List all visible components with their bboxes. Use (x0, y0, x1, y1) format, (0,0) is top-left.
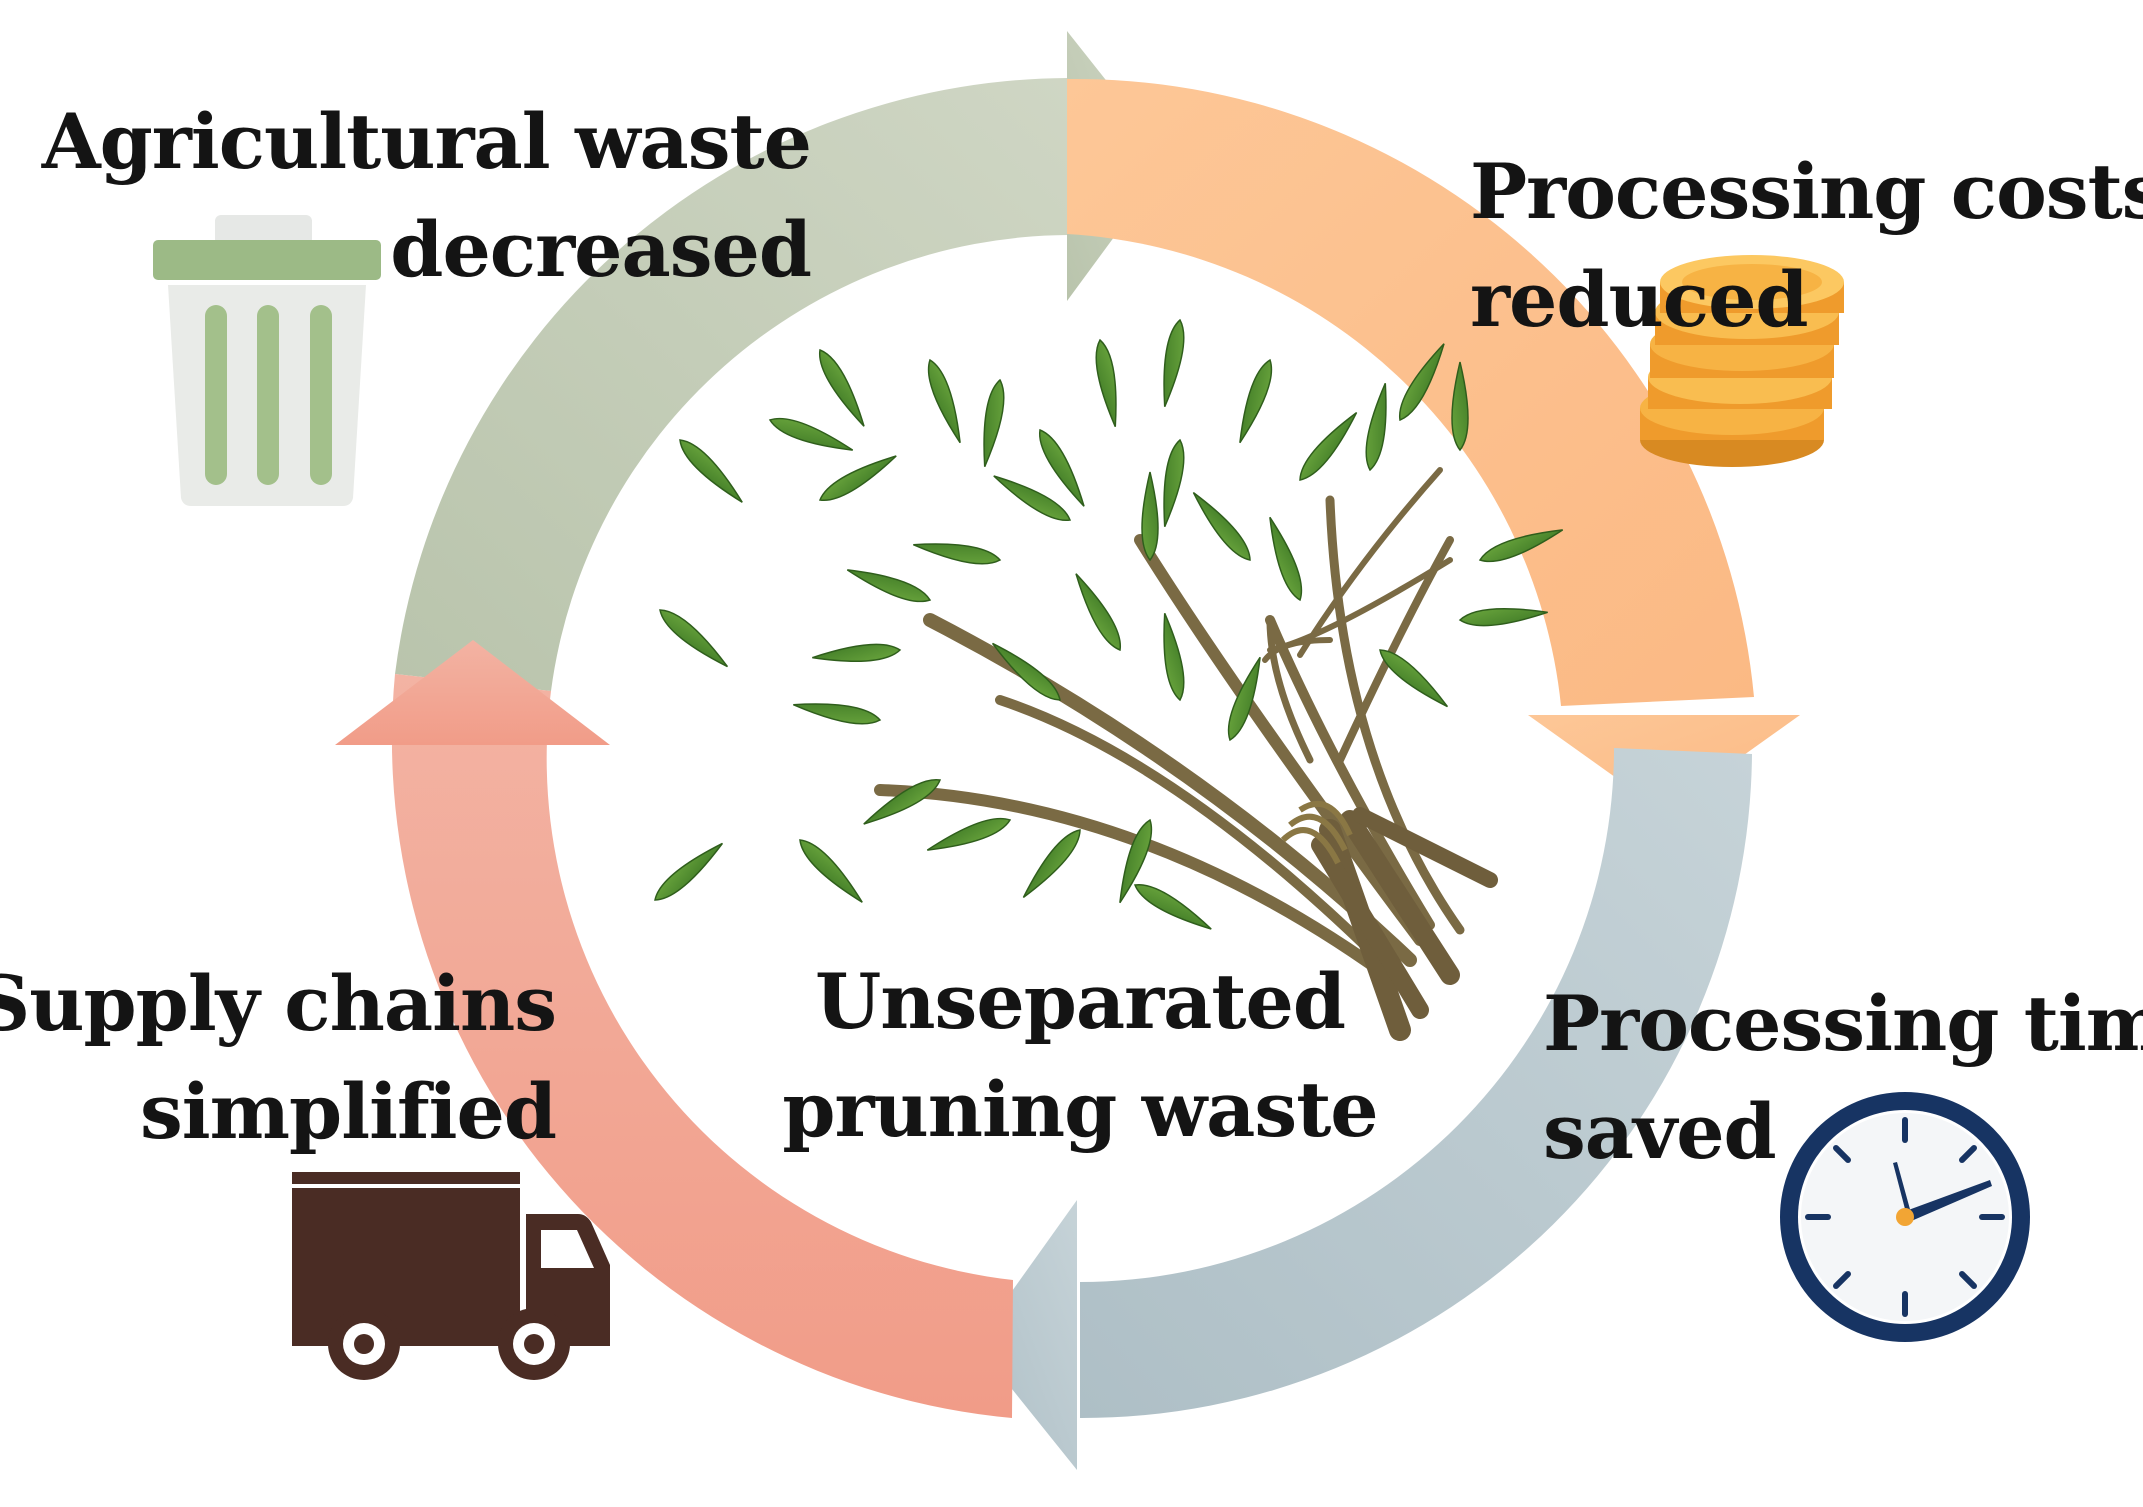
clock-icon (1780, 1092, 2030, 1342)
center-label-line1: Unseparated (815, 957, 1346, 1046)
label-costs-line1: Processing costs (1470, 147, 2143, 236)
center-label-line2: pruning waste (782, 1065, 1378, 1154)
label-time-line1: Processing time (1543, 979, 2143, 1068)
label-supply-chains: Supply chains simplified (0, 950, 557, 1166)
center-label: Unseparated pruning waste (780, 948, 1380, 1164)
arrow-supply (335, 640, 1013, 1418)
label-supply-line1: Supply chains (0, 959, 557, 1048)
label-processing-time: Processing time saved (1543, 970, 2143, 1186)
label-time-line2: saved (1543, 1087, 1777, 1176)
arrow-time (975, 748, 1752, 1470)
label-supply-line2: simplified (139, 1067, 557, 1156)
pruning-branch-bundle (654, 318, 1564, 1041)
coin-stack-icon (1640, 255, 1844, 467)
label-agricultural-line1: Agricultural waste (41, 97, 812, 186)
label-costs-line2: reduced (1470, 255, 1809, 344)
label-processing-costs: Processing costs reduced (1470, 138, 2143, 354)
label-agricultural-waste: Agricultural waste decreased (41, 88, 812, 304)
label-agricultural-line2: decreased (390, 205, 812, 294)
delivery-truck-icon (292, 1172, 610, 1380)
trash-bin-icon (153, 215, 381, 506)
